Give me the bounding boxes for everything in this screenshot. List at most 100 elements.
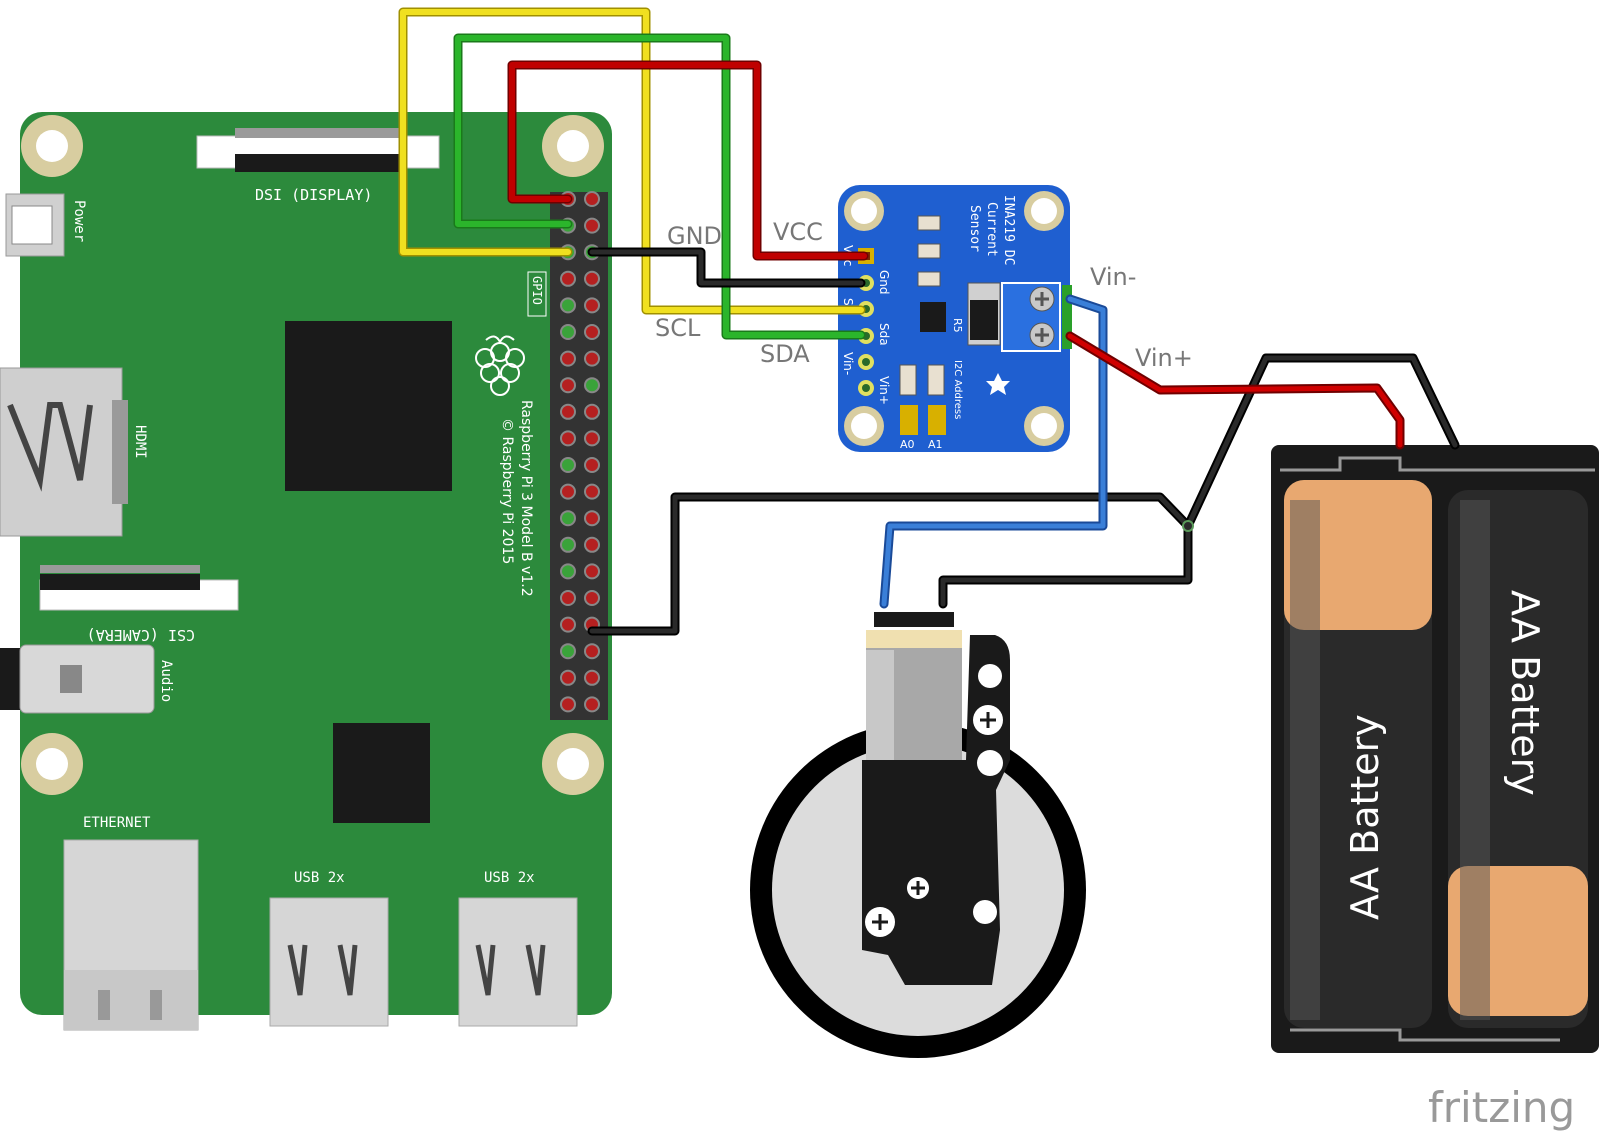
- sensor-pin: [858, 354, 874, 370]
- gpio-pin: [584, 350, 600, 367]
- gpio-pin: [560, 457, 576, 473]
- usb-port-2: USB 2x: [458, 870, 578, 1027]
- gpio-pin: [584, 510, 600, 527]
- mounting-hole: [1024, 191, 1064, 231]
- gpio-pin: [560, 270, 576, 287]
- resistor: [917, 271, 941, 287]
- raspberry-logo-icon: [475, 335, 525, 396]
- battery-holder: AA Battery AA Battery: [1271, 445, 1599, 1053]
- wire-sda: [453, 33, 866, 340]
- label-scl: SCL: [655, 314, 701, 342]
- mounting-hole: [21, 733, 83, 795]
- fritzing-logo: fritzing: [1428, 1083, 1575, 1132]
- sensor-title-line2: Current: [984, 202, 999, 257]
- capacitor: [927, 364, 945, 396]
- ina219-chip: [920, 302, 946, 332]
- gpio-pin: [584, 403, 600, 420]
- motor-terminal-bar: [874, 612, 954, 627]
- battery-cell-1-label: AA Battery: [1343, 714, 1387, 920]
- r5-label: R5: [951, 318, 964, 333]
- mounting-hole: [1024, 406, 1064, 446]
- capacitor: [899, 364, 917, 396]
- wire-vcc: [507, 60, 869, 261]
- usb2-label: USB 2x: [484, 870, 535, 886]
- wire-gnd: [587, 247, 866, 288]
- csi-connector: CSI (CAMERA): [39, 565, 239, 644]
- gpio-pin: [560, 324, 576, 340]
- gpio-pin: [584, 457, 600, 473]
- sensor-pin: [858, 380, 874, 396]
- ina219-sensor-board: Vcc Gnd Scl Sda Vin- Vin+ INA219 DC Curr…: [838, 185, 1092, 452]
- gpio-pin: [584, 297, 600, 314]
- gpio-pin: [560, 696, 576, 713]
- label-sda: SDA: [760, 340, 810, 368]
- usb1-label: USB 2x: [294, 870, 345, 886]
- sensor-title-line1: INA219 DC: [1001, 195, 1016, 265]
- label-vin-plus: Vin+: [1135, 344, 1193, 372]
- label-vcc: VCC: [773, 218, 823, 246]
- gpio-header: GPIO: [527, 191, 608, 720]
- battery-cell-2: AA Battery: [1448, 490, 1588, 1028]
- gpio-pin: [584, 536, 600, 553]
- wires: [398, 7, 1460, 636]
- gpio-pin: [584, 324, 600, 340]
- resistor: [917, 215, 941, 231]
- audio-label: Audio: [158, 660, 174, 702]
- gpio-pin: [584, 669, 600, 686]
- hdmi-label: HDMI: [132, 425, 148, 459]
- label-gnd: GND: [667, 222, 722, 250]
- gpio-pin: [584, 191, 600, 207]
- battery-cell-1: AA Battery: [1284, 480, 1432, 1028]
- usb-port-1: USB 2x: [269, 870, 389, 1027]
- mounting-hole: [844, 191, 884, 231]
- mounting-hole: [21, 115, 83, 177]
- gpio-pin: [560, 297, 576, 314]
- gpio-pin: [560, 616, 576, 633]
- pi-pcb: [20, 112, 612, 1015]
- terminal-vin-plus-label: Vin+: [1079, 360, 1092, 387]
- gpio-pin: [560, 669, 576, 686]
- raspberry-pi-board: DSI (DISPLAY) Power HDMI Raspberry Pi 3 …: [0, 112, 612, 1031]
- gpio-pin: [560, 510, 576, 527]
- gpio-pin: [584, 696, 600, 713]
- wire-scl: [398, 7, 866, 315]
- a1-label: A1: [928, 438, 943, 451]
- dsi-label: DSI (DISPLAY): [255, 186, 372, 204]
- gpio-pin: [584, 430, 600, 447]
- sensor-pin-gnd-label: Gnd: [877, 270, 891, 295]
- mounting-hole: [844, 406, 884, 446]
- a0-jumper: [900, 405, 918, 435]
- mounting-hole: [542, 115, 604, 177]
- hdmi-port: HDMI: [0, 367, 148, 537]
- resistor: [917, 243, 941, 259]
- sensor-pin-vin-plus-label: Vin+: [877, 376, 891, 405]
- gpio-pin: [560, 643, 576, 660]
- label-vin-minus: Vin-: [1090, 263, 1136, 291]
- ethernet-label: ETHERNET: [83, 815, 151, 831]
- sensor-title-line3: Sensor: [967, 205, 982, 252]
- ethernet-port: ETHERNET: [63, 815, 199, 1031]
- shunt-body: [970, 300, 998, 340]
- wire-gnd-ref: [587, 492, 1193, 636]
- wire-junction: [1182, 520, 1194, 532]
- gpio-pin: [560, 563, 576, 580]
- sensor-pcb: [838, 185, 1070, 452]
- gpio-label: GPIO: [530, 276, 544, 305]
- terminal-vin-minus-label: Vin-: [1079, 240, 1092, 261]
- gpio-pin: [560, 403, 576, 420]
- gpio-pin: [584, 590, 600, 606]
- sensor-pin-vin-minus-label: Vin-: [841, 352, 855, 375]
- gpio-pin: [560, 590, 576, 606]
- gpio-pin: [584, 563, 600, 580]
- gpio-pin: [560, 377, 576, 394]
- gpio-pin: [584, 217, 600, 234]
- gpio-pin: [560, 430, 576, 447]
- gpio-pin: [584, 643, 600, 660]
- motor-gearbox: [862, 635, 1010, 985]
- a0-label: A0: [900, 438, 915, 451]
- wire-vin-minus: [879, 294, 1108, 609]
- sensor-pin-sda-label: Sda: [877, 323, 891, 346]
- gpio-pin: [560, 350, 576, 367]
- lan-chip: [333, 723, 430, 823]
